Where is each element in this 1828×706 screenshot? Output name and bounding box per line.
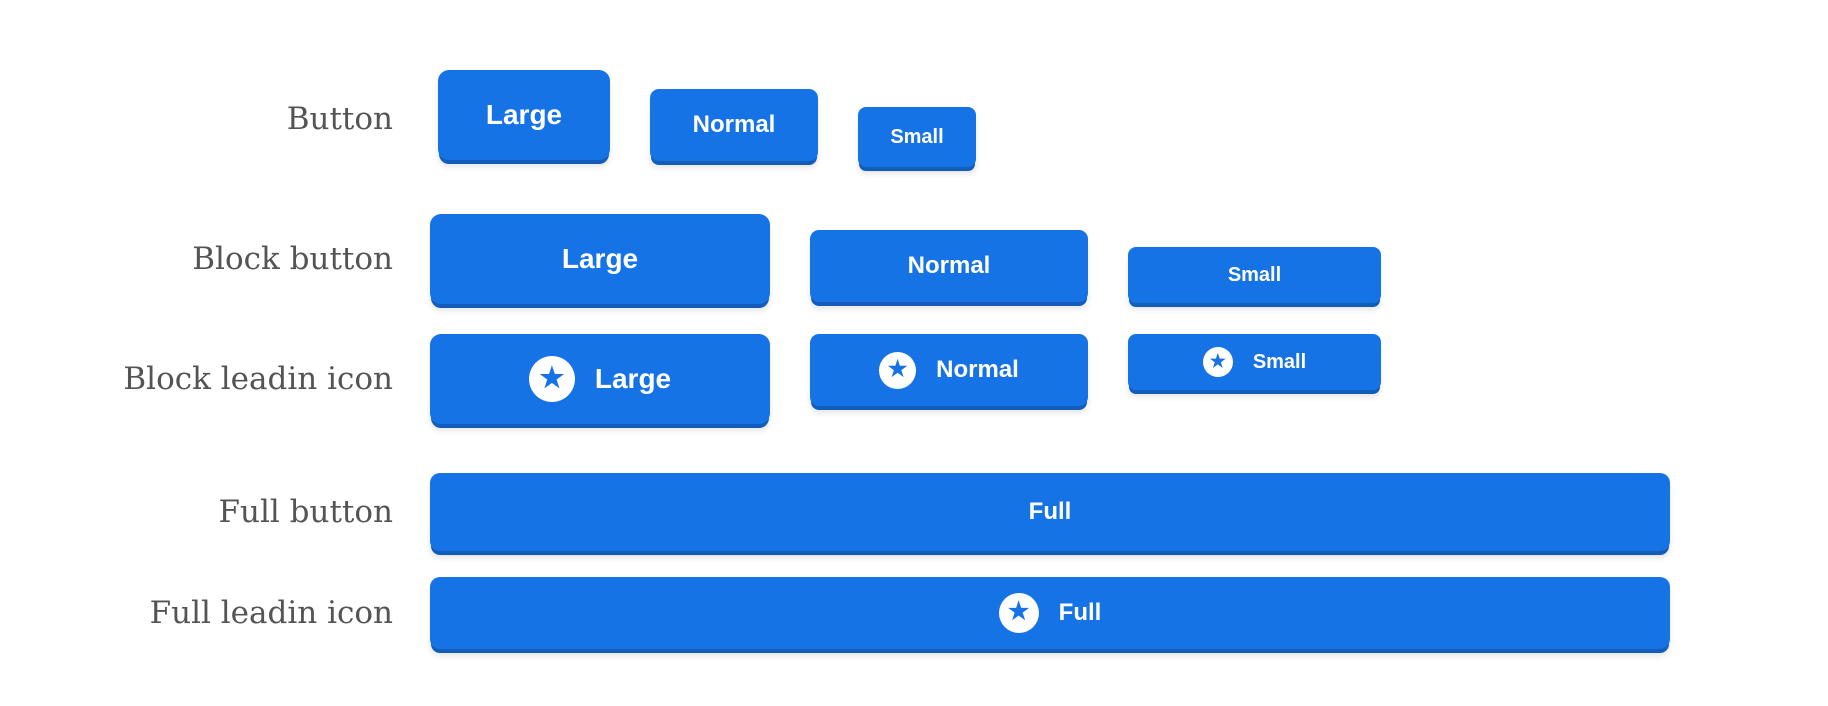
full-leadin-icon-button[interactable]: ★ Full (430, 577, 1670, 649)
button-normal[interactable]: Normal (650, 89, 818, 161)
button-group-full-leadin: ★ Full (430, 577, 1670, 649)
button-label: Small (1227, 263, 1282, 286)
button-label: Normal (692, 111, 776, 138)
button-label: Small (1252, 350, 1307, 373)
button-large[interactable]: Large (438, 70, 610, 160)
row-full-button: Full button Full (0, 473, 1828, 551)
star-icon: ★ (879, 351, 917, 389)
button-small[interactable]: Small (858, 107, 976, 167)
star-glyph: ★ (887, 356, 908, 381)
button-group-inline: Large Normal Small (430, 70, 976, 167)
row-label-button: Button (286, 100, 393, 137)
star-glyph: ★ (1007, 598, 1030, 625)
button-label: Normal (907, 252, 991, 279)
row-button: Button Large Normal Small (0, 70, 1828, 167)
button-label: Large (594, 363, 672, 394)
block-button-small[interactable]: Small (1128, 247, 1381, 303)
star-icon: ★ (998, 593, 1039, 633)
block-leadin-icon-button-small[interactable]: ★ Small (1128, 334, 1381, 390)
row-label-block-leadin-icon: Block leadin icon (123, 361, 393, 397)
button-label: Large (561, 243, 639, 274)
row-block-button: Block button Large Normal Small (0, 214, 1828, 304)
row-block-leadin-icon: Block leadin icon ★ Large ★ Normal ★ Sma… (0, 334, 1828, 424)
button-group-full: Full (430, 473, 1670, 551)
button-label: Normal (936, 356, 1019, 383)
button-group-block: Large Normal Small (430, 214, 1381, 304)
row-label-full-button: Full button (218, 494, 393, 530)
block-leadin-icon-button-large[interactable]: ★ Large (430, 334, 770, 424)
star-glyph: ★ (539, 362, 565, 393)
star-glyph: ★ (1209, 351, 1226, 371)
button-group-block-leadin: ★ Large ★ Normal ★ Small (430, 334, 1381, 424)
block-button-large[interactable]: Large (430, 214, 770, 304)
block-leadin-icon-button-normal[interactable]: ★ Normal (810, 334, 1088, 406)
button-styleguide: Button Large Normal Small Block button L… (0, 70, 1828, 649)
button-label: Small (890, 125, 944, 148)
row-label-block-button: Block button (192, 241, 393, 277)
row-full-leadin-icon: Full leadin icon ★ Full (0, 577, 1828, 649)
star-icon: ★ (1202, 347, 1233, 377)
button-label: Full (1058, 599, 1102, 626)
block-button-normal[interactable]: Normal (810, 230, 1088, 302)
star-icon: ★ (528, 356, 575, 402)
button-label: Full (1028, 498, 1072, 525)
row-label-full-leadin-icon: Full leadin icon (149, 595, 393, 631)
button-label: Large (485, 99, 563, 130)
full-button[interactable]: Full (430, 473, 1670, 551)
